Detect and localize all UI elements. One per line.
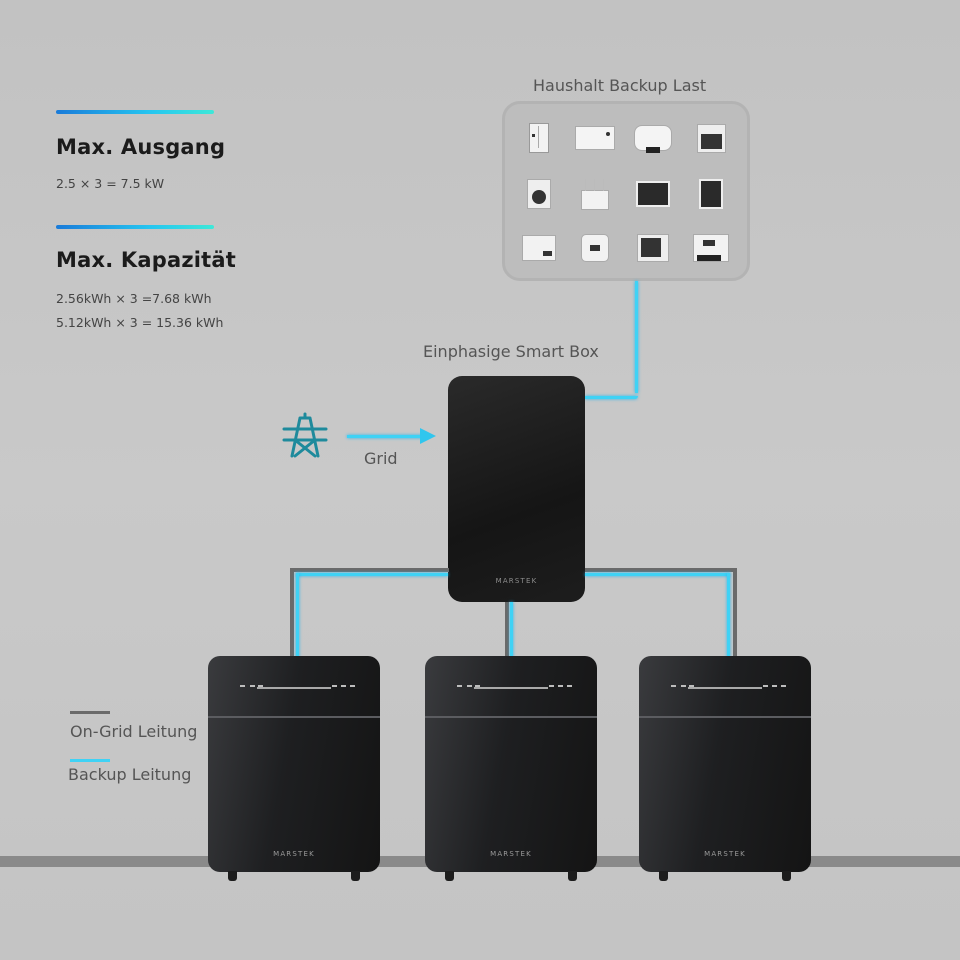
- status-led: [689, 685, 694, 687]
- washing-machine-icon: [519, 178, 559, 210]
- legend-backup-swatch: [70, 759, 110, 762]
- status-led: [457, 685, 462, 687]
- max-capacity-value-2: 5.12kWh × 3 = 15.36 kWh: [56, 315, 224, 330]
- on-grid-wire-left-down: [290, 568, 294, 658]
- accent-bar-capacity: [56, 225, 214, 229]
- status-led: [475, 685, 480, 687]
- max-capacity-title: Max. Kapazität: [56, 248, 237, 272]
- battery-led-bar: [257, 687, 331, 689]
- on-grid-wire-right-down: [733, 568, 737, 658]
- refrigerator-icon: [519, 122, 559, 154]
- status-led: [332, 685, 337, 687]
- air-conditioner-icon: [575, 122, 615, 154]
- appliance-panel: [502, 101, 750, 281]
- battery-brand: MARSTEK: [490, 850, 532, 858]
- backup-wire-panel-vertical: [635, 281, 638, 393]
- smart-box: MARSTEK: [448, 376, 585, 602]
- battery-foot: [351, 871, 360, 881]
- status-led: [549, 685, 554, 687]
- status-led: [467, 685, 472, 687]
- smart-box-brand: MARSTEK: [495, 577, 538, 585]
- battery-unit-3: MARSTEK: [639, 656, 811, 881]
- desktop-monitor-icon: [519, 232, 559, 264]
- printer-icon: [691, 232, 731, 264]
- grid-arrow-head-icon: [420, 428, 436, 444]
- power-tower-icon: [282, 412, 330, 464]
- battery-brand: MARSTEK: [704, 850, 746, 858]
- battery-foot: [568, 871, 577, 881]
- legend-on-grid-label: On-Grid Leitung: [70, 722, 198, 741]
- backup-wire-left: [296, 573, 448, 576]
- status-led: [781, 685, 786, 687]
- rice-cooker-icon: [575, 232, 615, 264]
- battery-foot: [445, 871, 454, 881]
- microwave-icon: [633, 232, 673, 264]
- water-heater-icon: [633, 122, 673, 154]
- battery-brand: MARSTEK: [273, 850, 315, 858]
- legend-on-grid-swatch: [70, 711, 110, 714]
- grid-label: Grid: [364, 449, 398, 468]
- tv-icon: [633, 178, 673, 210]
- status-led: [250, 685, 255, 687]
- battery-unit-1: MARSTEK: [208, 656, 380, 881]
- oven-icon: [691, 122, 731, 154]
- max-capacity-value-1: 2.56kWh × 3 =7.68 kWh: [56, 291, 212, 306]
- max-output-title: Max. Ausgang: [56, 135, 226, 159]
- status-led: [558, 685, 563, 687]
- smart-box-label: Einphasige Smart Box: [423, 342, 599, 361]
- status-led: [763, 685, 768, 687]
- router-icon: [575, 178, 615, 210]
- household-backup-title: Haushalt Backup Last: [533, 76, 707, 95]
- on-grid-wire-center: [505, 602, 509, 658]
- on-grid-wire-left: [290, 568, 449, 572]
- status-led: [341, 685, 346, 687]
- tablet-icon: [691, 178, 731, 210]
- battery-led-bar: [688, 687, 762, 689]
- status-led: [671, 685, 676, 687]
- status-led: [240, 685, 245, 687]
- status-led: [350, 685, 355, 687]
- status-led: [258, 685, 263, 687]
- battery-led-bar: [474, 687, 548, 689]
- grid-arrow-line: [347, 435, 423, 438]
- battery-foot: [659, 871, 668, 881]
- battery-divider: [208, 716, 380, 718]
- battery-divider: [639, 716, 811, 718]
- legend-backup-label: Backup Leitung: [68, 765, 192, 784]
- backup-wire-panel-horizontal: [585, 396, 638, 399]
- battery-foot: [782, 871, 791, 881]
- max-output-value: 2.5 × 3 = 7.5 kW: [56, 176, 165, 191]
- on-grid-wire-right: [585, 568, 736, 572]
- backup-wire-right-down: [727, 573, 730, 658]
- status-led: [681, 685, 686, 687]
- status-led: [772, 685, 777, 687]
- status-led: [567, 685, 572, 687]
- backup-wire-center: [510, 602, 513, 658]
- battery-unit-2: MARSTEK: [425, 656, 597, 881]
- battery-divider: [425, 716, 597, 718]
- battery-foot: [228, 871, 237, 881]
- backup-wire-left-down: [296, 573, 299, 658]
- accent-bar-output: [56, 110, 214, 114]
- backup-wire-right: [585, 573, 730, 576]
